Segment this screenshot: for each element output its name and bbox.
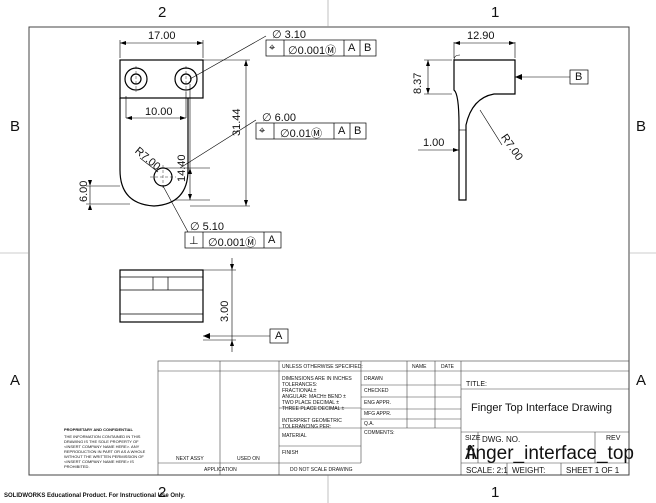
tb-date-header: DATE bbox=[441, 364, 454, 370]
fcf-dia-310: ∅ 3.10 bbox=[272, 29, 307, 41]
dim-width-17: 17.00 bbox=[148, 30, 176, 42]
zone-label-right-a: A bbox=[636, 372, 647, 389]
tb-next-assy: NEXT ASSY bbox=[176, 456, 204, 462]
dim-height-6: 6.00 bbox=[78, 180, 90, 202]
zone-label-right-b: B bbox=[636, 118, 647, 135]
fcf-datum-a-3: A bbox=[268, 234, 276, 246]
prop-line-5: WITHOUT THE WRITTEN PERMISSION OF bbox=[64, 454, 144, 459]
fcf-datum-b-2: B bbox=[354, 125, 362, 137]
tb-fractional: FRACTIONAL± bbox=[282, 388, 317, 394]
front-view bbox=[119, 59, 204, 207]
tb-finish: FINISH bbox=[282, 450, 299, 456]
tb-title: Finger Top Interface Drawing bbox=[471, 402, 613, 414]
tb-dwg-no-label: DWG. NO. bbox=[482, 435, 521, 444]
fcf-perp-tolerance: ∅0.001Ⓜ bbox=[208, 237, 257, 249]
fcf-datum-a-2: A bbox=[338, 125, 346, 137]
dim-height-8: 8.37 bbox=[412, 72, 424, 94]
tb-name-header: NAME bbox=[412, 364, 427, 370]
fcf-datum-a-1: A bbox=[348, 42, 356, 54]
datum-a-label: A bbox=[275, 330, 283, 342]
tb-used-on: USED ON bbox=[237, 456, 260, 462]
prop-line-6: <INSERT COMPANY NAME HERE> IS bbox=[64, 459, 134, 464]
dim-thickness-1: 1.00 bbox=[423, 137, 445, 149]
front-arrowheads bbox=[88, 41, 248, 210]
tb-interpret: INTERPRET GEOMETRIC bbox=[282, 418, 342, 424]
prop-line-1: THE INFORMATION CONTAINED IN THIS bbox=[64, 434, 141, 439]
tb-checked: CHECKED bbox=[364, 388, 389, 394]
tb-angular: ANGULAR: MACH± BEND ± bbox=[282, 394, 346, 400]
prop-line-2: DRAWING IS THE SOLE PROPERTY OF bbox=[64, 439, 139, 444]
side-view bbox=[453, 54, 516, 201]
tb-title-label: TITLE: bbox=[466, 381, 488, 388]
dim-height-31: 31.44 bbox=[231, 108, 243, 136]
prop-line-4: REPRODUCTION IN PART OR AS A WHOLE bbox=[64, 449, 146, 454]
tb-dims-inches: DIMENSIONS ARE IN INCHES bbox=[282, 376, 352, 382]
tb-qa: Q.A. bbox=[364, 421, 375, 427]
datum-b-label: B bbox=[575, 71, 583, 83]
tb-application: APPLICATION bbox=[204, 467, 237, 473]
zone-label-top-1: 1 bbox=[491, 4, 500, 21]
tb-weight: WEIGHT: bbox=[512, 466, 546, 475]
prop-line-3: <INSERT COMPANY NAME HERE>. ANY bbox=[64, 444, 140, 449]
dim-width-10: 10.00 bbox=[145, 106, 173, 118]
fcf-dia-510: ∅ 5.10 bbox=[190, 221, 225, 233]
fcf-position-symbol-2: ⌖ bbox=[259, 125, 266, 137]
side-arrowheads bbox=[426, 41, 522, 152]
tb-tolerancing: TOLERANCING PER: bbox=[282, 424, 332, 430]
zone-label-bottom-1: 1 bbox=[491, 484, 500, 501]
zone-label-left-a: A bbox=[10, 372, 21, 389]
tb-unless: UNLESS OTHERWISE SPECIFIED: bbox=[282, 364, 363, 370]
bottom-arrowheads bbox=[203, 264, 234, 346]
tb-scale: SCALE: 2:1 bbox=[466, 466, 508, 475]
zone-label-left-b: B bbox=[10, 118, 21, 135]
prop-title: PROPRIETARY AND CONFIDENTIAL bbox=[64, 427, 133, 432]
fcf-tolerance-2: ∅0.01Ⓜ bbox=[280, 128, 322, 140]
front-dimension-lines bbox=[86, 35, 267, 233]
dim-height-14: 14.40 bbox=[176, 154, 188, 182]
tb-three-place: THREE PLACE DECIMAL ± bbox=[282, 406, 345, 412]
fcf-datum-b-1: B bbox=[364, 42, 372, 54]
fcf-perpendicularity-symbol: ⊥ bbox=[189, 235, 199, 247]
dim-height-3: 3.00 bbox=[219, 300, 231, 322]
tb-drawn: DRAWN bbox=[364, 376, 383, 382]
prop-line-7: PROHIBITED. bbox=[64, 464, 90, 469]
tb-dwg-no: finger_interface_top bbox=[466, 443, 634, 464]
fcf-position-symbol-1: ⌖ bbox=[269, 42, 276, 54]
tb-eng-appr: ENG APPR. bbox=[364, 400, 391, 406]
tb-comments: COMMENTS: bbox=[364, 430, 395, 436]
tb-two-place: TWO PLACE DECIMAL ± bbox=[282, 400, 340, 406]
tb-rev: REV bbox=[606, 435, 621, 442]
dim-width-12: 12.90 bbox=[467, 30, 495, 42]
title-block-grid bbox=[157, 360, 630, 476]
bottom-dimension-lines bbox=[203, 258, 270, 352]
bottom-view bbox=[119, 269, 204, 323]
tb-do-not-scale: DO NOT SCALE DRAWING bbox=[290, 467, 353, 473]
tb-size-value: A bbox=[465, 443, 478, 463]
fcf-dia-600: ∅ 6.00 bbox=[262, 112, 297, 124]
tb-material: MATERIAL bbox=[282, 433, 307, 439]
tb-mfg-appr: MFG APPR. bbox=[364, 411, 392, 417]
footer-notice: SOLIDWORKS Educational Product. For Inst… bbox=[4, 493, 185, 499]
zone-label-top-2: 2 bbox=[158, 4, 167, 21]
side-dimension-lines bbox=[418, 42, 570, 151]
tb-tolerances: TOLERANCES: bbox=[282, 382, 318, 388]
fcf-tolerance-1: ∅0.001Ⓜ bbox=[288, 45, 337, 57]
zone-label-bottom-2: 2 bbox=[158, 484, 167, 501]
fcf-boxes bbox=[184, 39, 589, 344]
tb-size-label: SIZE bbox=[465, 435, 481, 442]
tb-sheet: SHEET 1 OF 1 bbox=[566, 466, 620, 475]
